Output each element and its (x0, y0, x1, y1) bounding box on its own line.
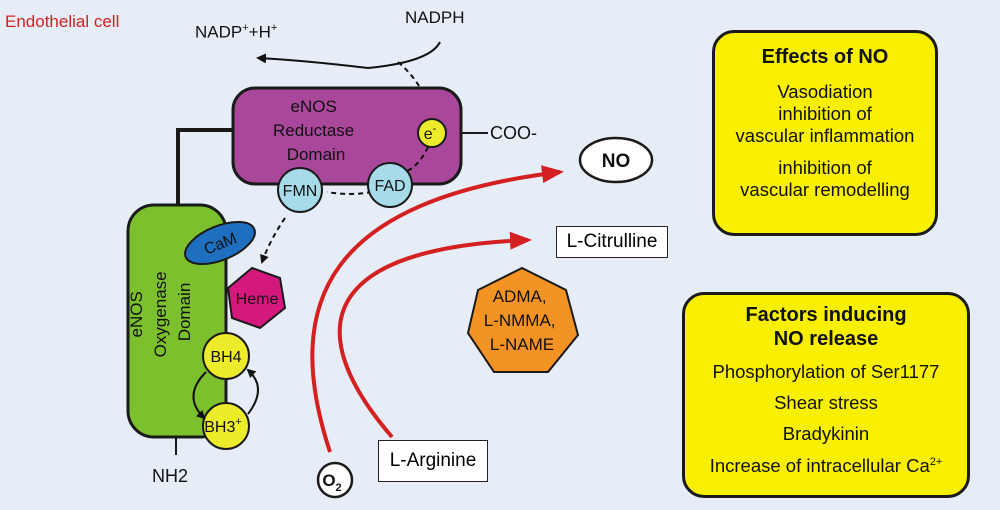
electron-node (417, 118, 447, 148)
svg-text:ADMA, L-NMMA, L-NAME: ADMA, L-NMMA, L-NAME (484, 287, 561, 354)
bh4-to-bh3-arrow (192, 371, 207, 420)
oxygenase-line-1: eNOS (127, 291, 146, 337)
l-arginine-box: L-Arginine (378, 440, 488, 482)
bh3-node (202, 402, 250, 450)
fad-node (367, 162, 413, 208)
fad-label: FAD (374, 178, 405, 195)
factors-box: Factors inducing NO release Phosphorylat… (682, 292, 970, 498)
svg-text:eNOS Reductase Domain: eNOS Reductase Domain (273, 97, 359, 164)
nadph-arc (367, 41, 441, 69)
nadp-h: +H (248, 22, 271, 42)
o2-to-no-arrow (310, 165, 564, 453)
electron-path-heme (260, 217, 286, 264)
oxygenase-line-2: Oxygenase (151, 271, 170, 357)
calcium-charge: 2+ (929, 456, 943, 468)
bh3-to-bh4-arrow (246, 368, 259, 415)
no-label: NO (602, 151, 631, 172)
oxygen-node (316, 461, 354, 499)
l-citrulline-box: L-Citrulline (556, 226, 668, 258)
enos-linker (176, 128, 236, 205)
l-citrulline-label: L-Citrulline (566, 231, 658, 252)
nadph-label: NADPH (405, 8, 465, 27)
factor-calcium: Increase of intracellular Ca2+ (685, 451, 967, 477)
heme-label: Heme (236, 291, 279, 308)
proton-charge: + (270, 22, 278, 34)
factor-phosphorylation: Phosphorylation of Ser1177 (712, 361, 940, 382)
calmodulin (184, 221, 256, 265)
inhibitor-heptagon (466, 266, 580, 373)
nadp-charge: + (242, 22, 249, 34)
effect-inhibition-2: inhibition of (778, 157, 872, 178)
bh3-charge: + (235, 416, 241, 428)
cell-label: Endothelial cell (5, 12, 120, 31)
electron-label: e (424, 126, 433, 143)
effect-vascular-inflammation: vascular inflammation (735, 125, 915, 146)
nadph-arrow (256, 53, 369, 69)
reductase-line-2: Reductase (273, 121, 354, 140)
reductase-domain (231, 86, 463, 186)
heme-group (226, 266, 287, 330)
bh4-node (202, 332, 250, 380)
factor-shear-stress: Shear stress (774, 392, 878, 413)
inhibitor-lnmma: L-NMMA, (484, 311, 556, 330)
fmn-label: FMN (283, 183, 318, 200)
bh3-label: BH3 (204, 419, 235, 436)
svg-text:eNOS Oxygenase Domain: eNOS Oxygenase Domain (127, 267, 194, 358)
oxygen-subscript: 2 (336, 482, 342, 494)
arginine-to-citrulline-arrow (337, 231, 532, 439)
nadp-label: NADP++H+ (195, 22, 277, 43)
svg-text:BH3+: BH3+ (204, 416, 242, 436)
svg-text:O2: O2 (322, 471, 341, 494)
factor-bradykinin: Bradykinin (782, 423, 870, 444)
factor-calcium-text: Increase of intracellular Ca (709, 455, 930, 477)
reductase-line-1: eNOS (290, 97, 336, 116)
nh2-label: NH2 (152, 466, 189, 486)
effects-of-no-box: Effects of NO Vasodiation inhibition of … (712, 30, 938, 236)
inhibitor-adma: ADMA, (493, 287, 547, 306)
effect-inhibition-1: inhibition of (778, 103, 872, 124)
svg-text:e-: e- (424, 123, 437, 143)
effects-title: Effects of NO (761, 46, 889, 68)
electron-path-fad (403, 146, 429, 173)
electron-path-fmn (326, 191, 373, 195)
electron-charge: - (433, 123, 437, 135)
effect-vascular-remodelling: vascular remodelling (740, 179, 910, 200)
no-node (578, 136, 654, 184)
fmn-node (277, 167, 323, 213)
oxygenase-line-3: Domain (175, 283, 194, 342)
nadp-main: NADP (195, 22, 243, 42)
bh4-label: BH4 (210, 349, 241, 366)
reductase-line-3: Domain (287, 145, 346, 164)
effect-vasodilation: Vasodiation (777, 81, 873, 102)
cooh-label: COO- (490, 123, 537, 143)
factors-title-line-1: Factors inducing (745, 304, 907, 326)
factors-title-line-2: NO release (773, 328, 879, 350)
inhibitor-lname: L-NAME (490, 335, 554, 354)
l-arginine-label: L-Arginine (389, 450, 477, 471)
oxygen-label: O (322, 471, 335, 490)
